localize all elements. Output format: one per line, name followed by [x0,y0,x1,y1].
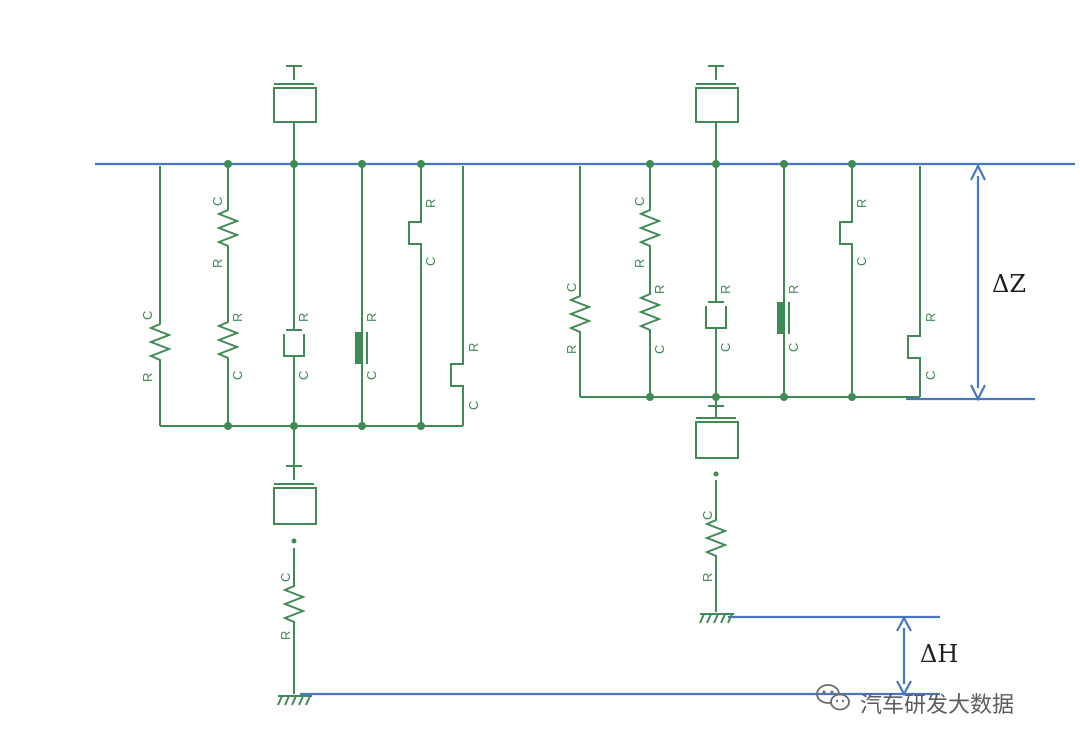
reference-lines [95,162,1075,697]
right-step-element-1 [839,166,853,397]
right-step-element-2 [907,166,921,397]
right-circuit: C R C R R C R C R C R C R C [564,65,938,624]
watermark: 汽车研发大数据 [816,684,1014,718]
left-spring-2a-c: C [210,197,225,206]
left-spring-2b-c: C [230,371,245,380]
right-spring-1-c: C [564,283,579,292]
left-damper-r: R [296,313,311,322]
delta-z-arrow-head-top [970,163,986,181]
left-circuit: C R C R R C R C R C R C R C [140,65,481,706]
right-spring-2b-r: R [652,285,667,294]
right-step-element-1-r: R [854,199,869,208]
right-spring-2a-c: C [632,197,647,206]
right-step-element-2-r: R [923,313,938,322]
left-tire-spring [282,548,306,694]
right-damper [705,166,727,397]
right-top-mass-block [695,87,739,123]
right-spring-2a-r: R [632,259,647,268]
right-spring-2b-c: C [652,345,667,354]
delta-h-arrow-head-top [896,615,912,632]
left-spring-1-c: C [140,311,155,320]
right-mass-element-c: C [786,343,801,352]
right-tire-spring-c: C [700,511,715,520]
right-spring-1 [568,166,592,397]
left-damper-c: C [296,371,311,380]
wechat-icon [816,684,850,711]
delta-z-label: ΔZ [992,270,1026,298]
left-top-mass-block [273,87,317,123]
left-step-element-1-c: C [423,257,438,266]
right-spring-2 [638,166,662,397]
right-step-element-1-c: C [854,257,869,266]
left-tire-spring-c: C [278,573,293,582]
right-spring-1-r: R [564,345,579,354]
right-tire-spring-r: R [700,573,715,582]
left-step-element-1 [408,166,422,426]
right-ground-icon [699,613,734,624]
right-tire-spring [704,480,728,612]
left-tire-spring-r: R [278,631,293,640]
left-spring-2b-r: R [230,313,245,322]
left-mass-element-c: C [364,371,379,380]
left-spring-2 [216,166,240,426]
left-spring-1-r: R [140,373,155,382]
right-damper-c: C [718,343,733,352]
right-bottom-mass-block [695,421,739,459]
left-spring-1 [148,166,172,426]
delta-h-arrow-head-bottom [896,680,912,697]
right-step-element-2-c: C [923,371,938,380]
left-ground-icon [277,695,312,706]
left-step-element-2 [450,166,464,426]
left-mass-element-r: R [364,313,379,322]
left-step-element-2-c: C [466,401,481,410]
right-damper-r: R [718,285,733,294]
delta-h-label: ΔH [920,640,958,668]
right-mass-element-r: R [786,285,801,294]
left-step-element-1-r: R [423,199,438,208]
left-bottom-mass-block [273,487,317,525]
delta-z-arrow-head-bottom [970,384,986,402]
watermark-text: 汽车研发大数据 [860,693,1014,718]
left-spring-2a-r: R [210,259,225,268]
left-step-element-2-r: R [466,343,481,352]
left-damper [283,166,305,426]
